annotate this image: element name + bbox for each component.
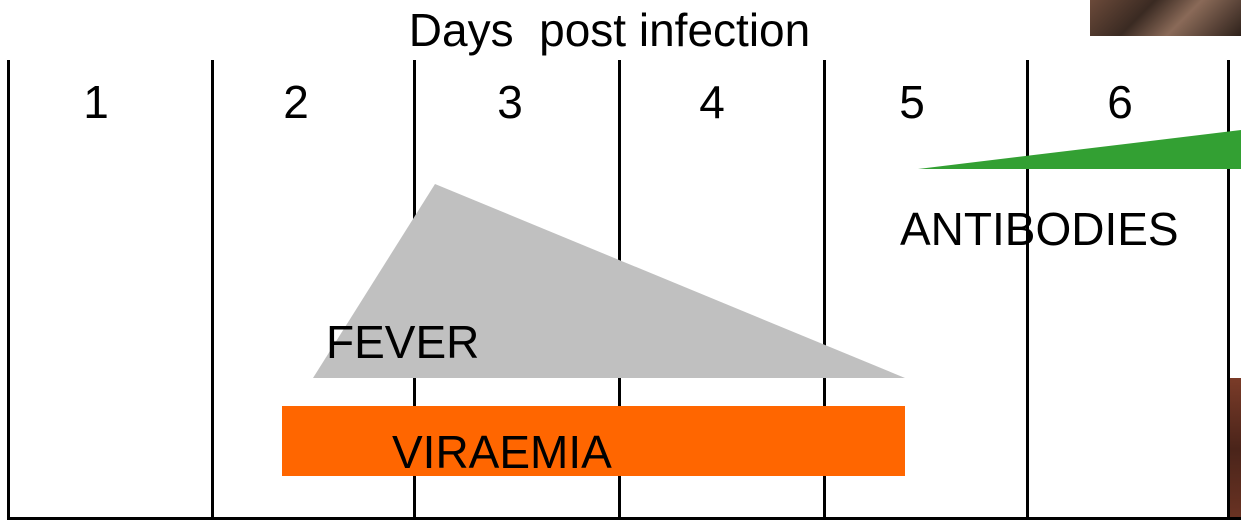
viraemia-label: VIRAEMIA — [392, 424, 612, 480]
antibodies-wedge — [918, 130, 1241, 169]
antibodies-label: ANTIBODIES — [900, 201, 1179, 257]
fever-label: FEVER — [326, 314, 479, 370]
